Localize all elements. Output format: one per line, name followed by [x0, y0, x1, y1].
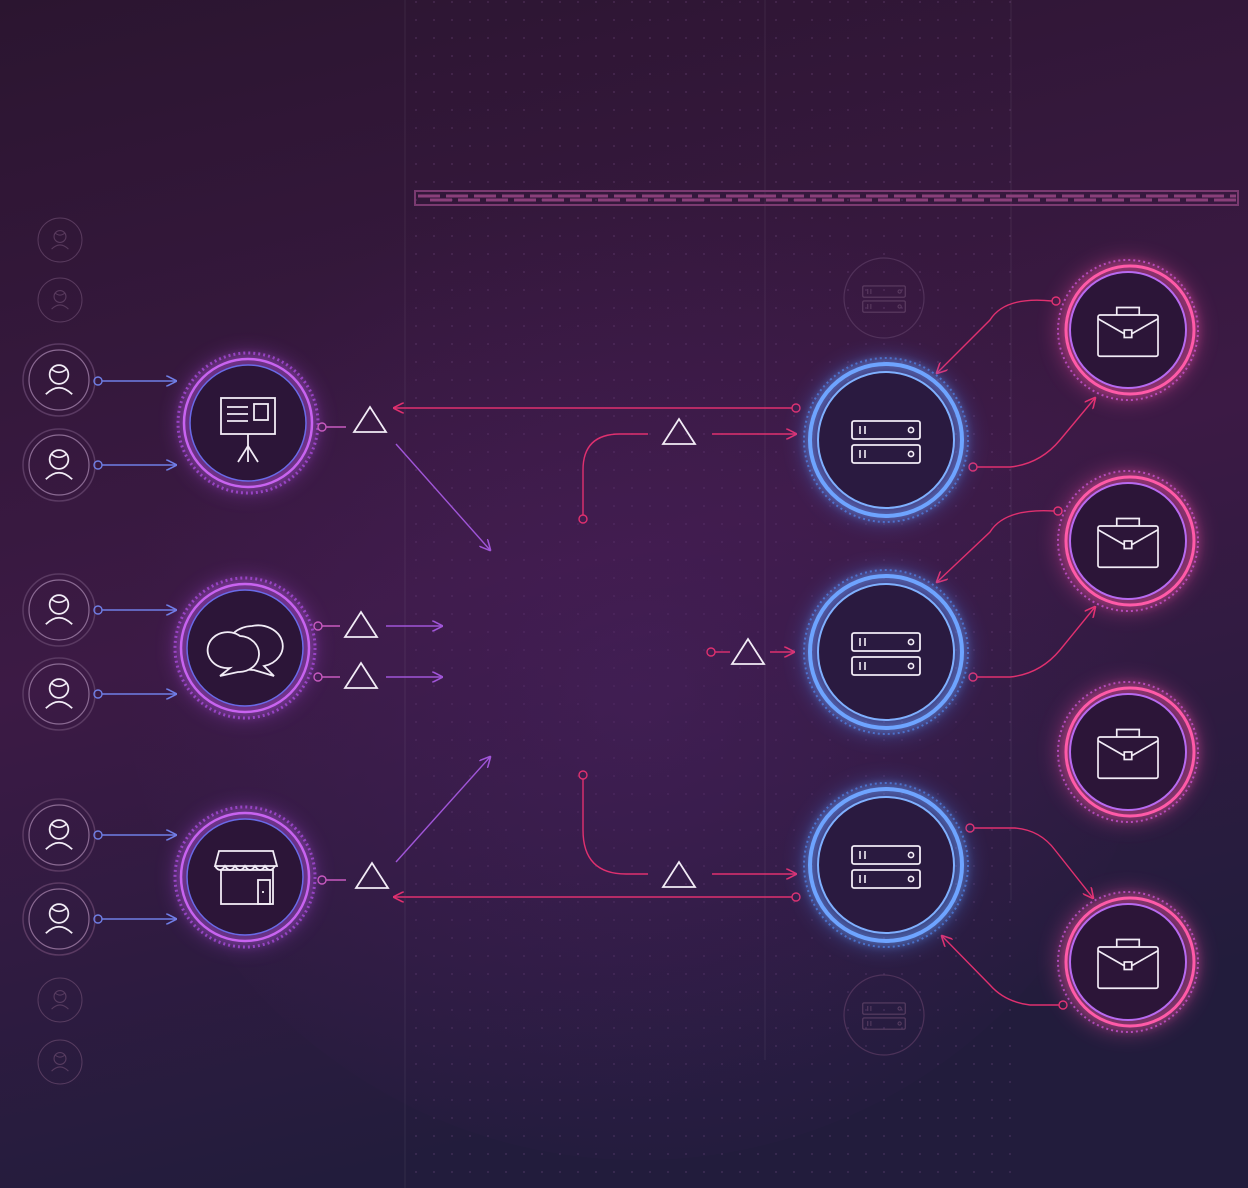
server-faded [843, 257, 925, 339]
triangle-marker-icon [661, 417, 697, 445]
user-node[interactable] [22, 798, 96, 872]
user-node[interactable] [22, 343, 96, 417]
server-node[interactable] [802, 781, 970, 949]
business-node[interactable] [1056, 469, 1200, 613]
route-markers [661, 417, 766, 888]
magenta-connectors [394, 296, 1095, 1010]
channel-output-markers [313, 405, 390, 889]
channel-node-presentation[interactable] [176, 351, 320, 495]
server-faded [843, 974, 925, 1056]
triangle-marker-icon [352, 405, 388, 433]
triangle-marker-icon [354, 861, 390, 889]
triangle-marker-icon [730, 637, 766, 665]
business-node[interactable] [1056, 680, 1200, 824]
user-faded [37, 1039, 83, 1085]
user-node[interactable] [22, 657, 96, 731]
user-node[interactable] [22, 573, 96, 647]
user-connectors [93, 377, 176, 923]
violet-connectors [386, 443, 490, 863]
business-node[interactable] [1056, 258, 1200, 402]
presentation-board-icon [220, 397, 276, 463]
dashed-banner [414, 190, 1239, 206]
triangle-marker-icon [661, 860, 697, 888]
triangle-marker-icon [343, 610, 379, 638]
server-node[interactable] [802, 356, 970, 524]
user-node[interactable] [22, 882, 96, 956]
column-guides [404, 0, 1012, 1188]
storefront-icon [213, 850, 279, 905]
user-faded [37, 977, 83, 1023]
user-faded [37, 217, 83, 263]
channel-node-chat[interactable] [173, 576, 317, 720]
chat-bubbles-icon [206, 624, 284, 677]
user-column [22, 217, 96, 1085]
business-node[interactable] [1056, 890, 1200, 1034]
user-node[interactable] [22, 428, 96, 502]
triangle-marker-icon [343, 661, 379, 689]
server-node[interactable] [802, 568, 970, 736]
user-faded [37, 277, 83, 323]
channel-node-store[interactable] [173, 805, 317, 949]
